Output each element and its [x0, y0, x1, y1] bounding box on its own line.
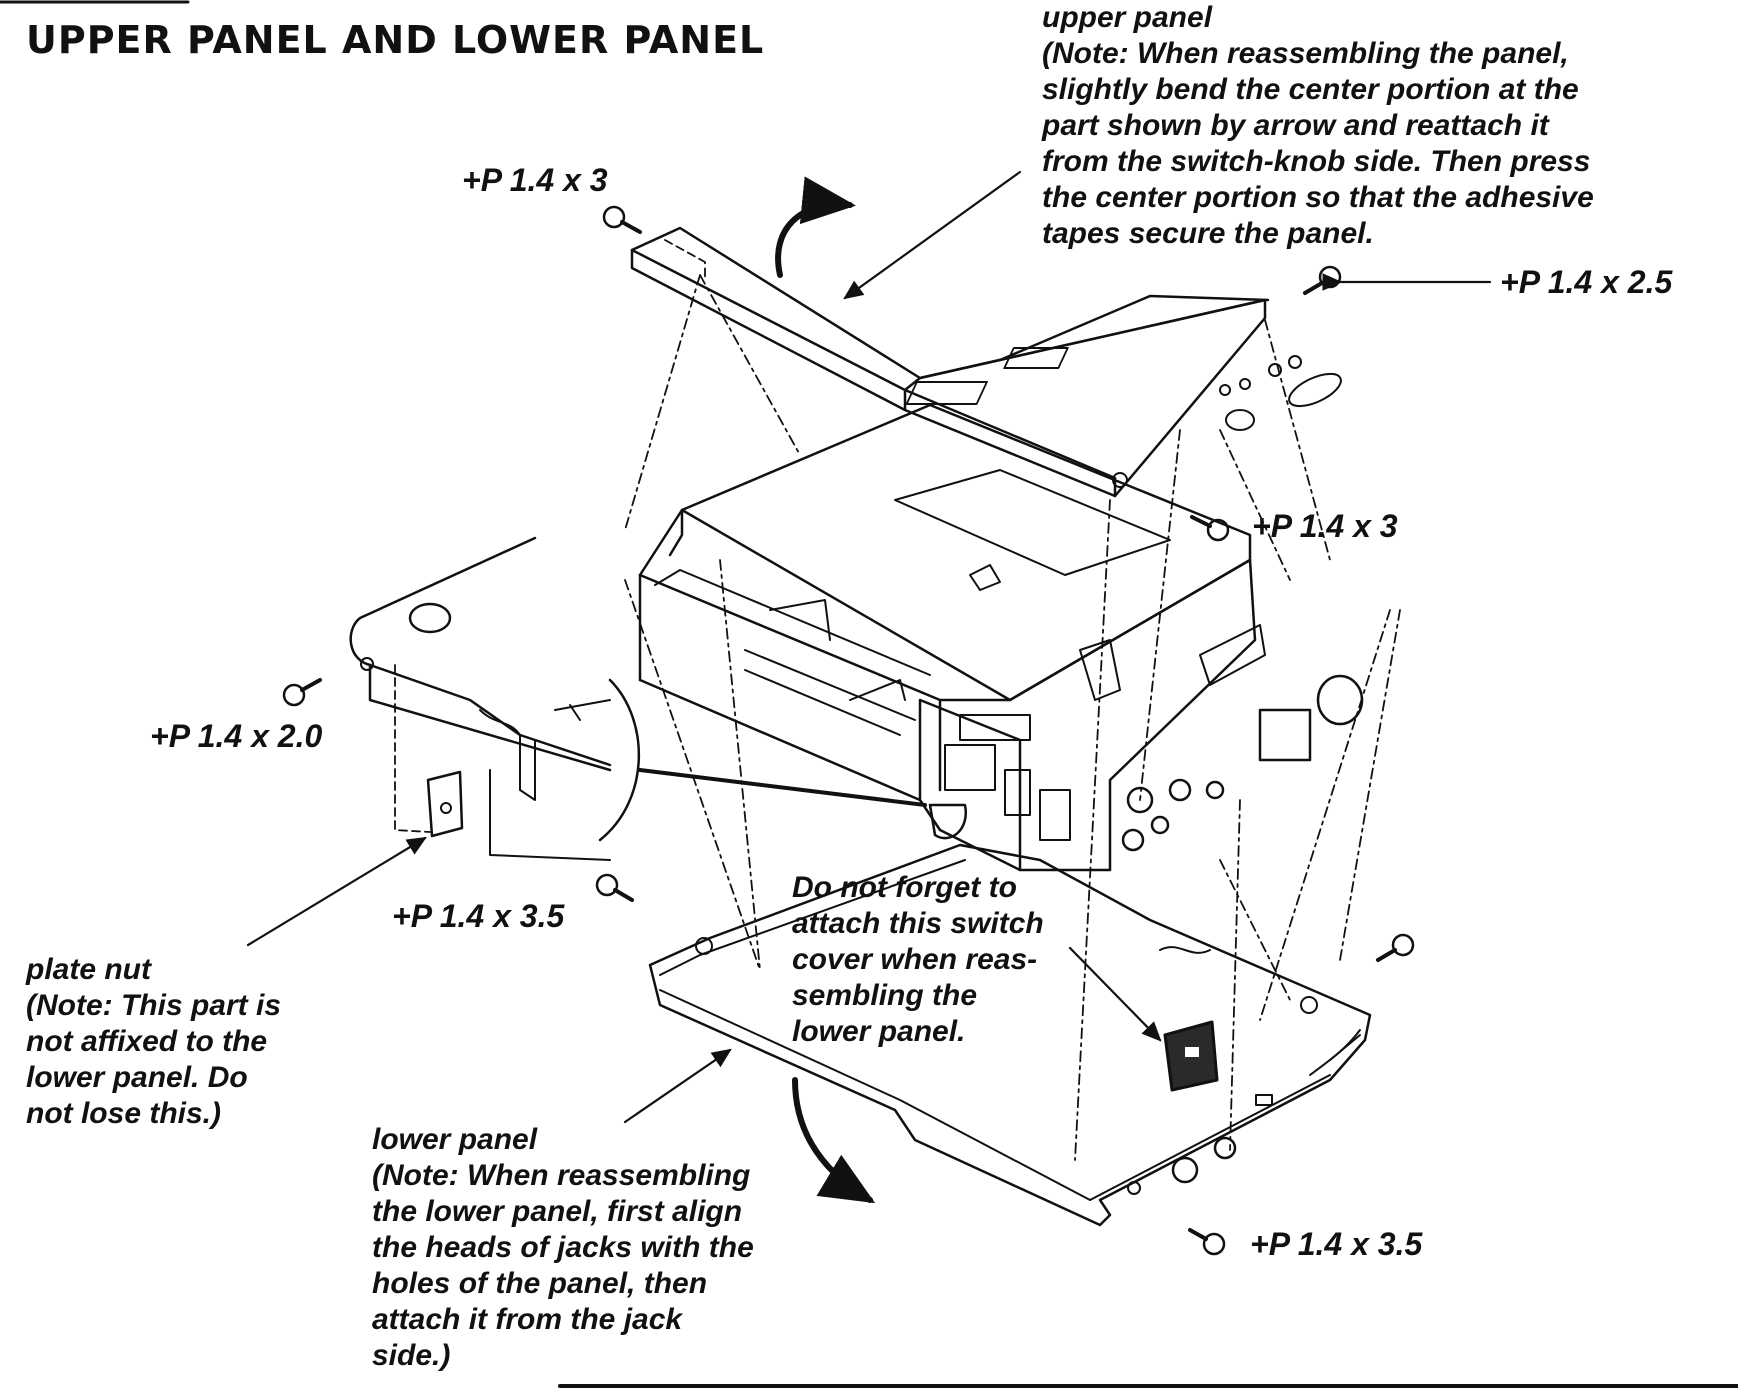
screw-label-middle-right: +P 1.4 x 3 [1252, 508, 1398, 544]
switch-cover-note-line: lower panel. [792, 1015, 966, 1048]
screw-label-left-side: +P 1.4 x 2.0 [150, 718, 323, 754]
plate-nut-name: plate nut [26, 953, 151, 986]
lower-panel-part [648, 843, 1372, 1227]
screw-label-plate-nut: +P 1.4 x 3.5 [392, 898, 565, 934]
lower-panel-note-line: (Note: When reassembling [372, 1159, 751, 1192]
upper-panel-name: upper panel [1042, 1, 1213, 34]
upper-panel-note-line: tapes secure the panel. [1042, 217, 1374, 250]
screw-middle-right [1190, 515, 1230, 542]
lower-panel-note-line: attach it from the jack [372, 1303, 683, 1336]
lower-panel-note-line: holes of the panel, then [372, 1267, 708, 1300]
screw-label-upper-left: +P 1.4 x 3 [462, 162, 608, 198]
main-unit-body [638, 403, 1364, 872]
lower-panel-label: lower panel (Note: When reassembling the… [372, 1122, 754, 1374]
plate-nut-note-line: lower panel. Do [26, 1061, 248, 1094]
switch-cover-note-line: cover when reas- [792, 943, 1038, 976]
upper-panel-label: upper panel (Note: When reassembling the… [1042, 0, 1594, 252]
lower-panel-note-line: side.) [372, 1339, 451, 1372]
screw-upper-left [602, 205, 642, 234]
left-side-detail [282, 536, 927, 861]
upper-panel-note-line: (Note: When reassembling the panel, [1042, 37, 1569, 70]
plate-nut-label: plate nut (Note: This part is not affixe… [26, 952, 281, 1132]
plate-nut-note-line: (Note: This part is [26, 989, 282, 1022]
screw-label-upper-right: +P 1.4 x 2.5 [1500, 264, 1673, 300]
plate-nut-note-line: not lose this.) [26, 1097, 221, 1130]
switch-cover-note-line: attach this switch [792, 907, 1044, 940]
page-title: UPPER PANEL AND LOWER PANEL [26, 18, 765, 62]
lower-panel-name: lower panel [372, 1123, 538, 1156]
switch-cover-note-line: Do not forget to [792, 871, 1017, 904]
plate-nut-note-line: not affixed to the [26, 1025, 268, 1058]
lower-panel-note-line: the lower panel, first align [372, 1195, 743, 1228]
upper-panel-note-line: slightly bend the center portion at the [1042, 73, 1579, 106]
upper-panel-part [630, 226, 1342, 498]
upper-panel-note-line: part shown by arrow and reattach it [1042, 109, 1549, 142]
upper-panel-note-line: from the switch-knob side. Then press [1042, 145, 1591, 178]
lower-panel-note-line: the heads of jacks with the [372, 1231, 754, 1264]
switch-cover-note-line: sembling the [792, 979, 978, 1012]
screw-label-lower-right: +P 1.4 x 3.5 [1250, 1226, 1423, 1262]
switch-cover-note: Do not forget to attach this switch cove… [792, 870, 1044, 1050]
upper-panel-note-line: the center portion so that the adhesive [1042, 181, 1594, 214]
screw-upper-right [1303, 265, 1342, 295]
